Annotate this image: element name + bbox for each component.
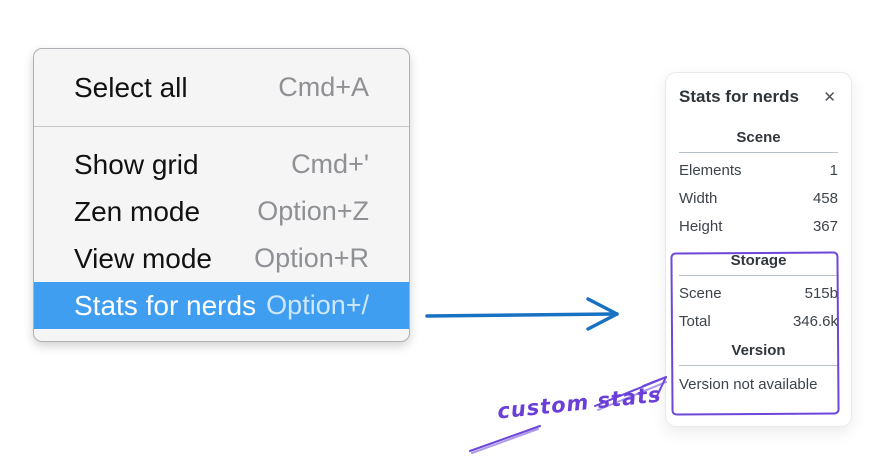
stat-value: 346.6k	[792, 313, 838, 330]
stat-value: 367	[812, 218, 838, 235]
stat-label: Total	[679, 313, 711, 330]
stat-row-scene-storage: Scene 515b	[679, 284, 838, 304]
menu-item-shortcut: Cmd+'	[291, 149, 369, 179]
menu-item-label: Stats for nerds	[74, 289, 257, 321]
stat-value: 1	[829, 162, 838, 179]
stat-value: 458	[812, 190, 838, 207]
stat-row-height: Height 367	[679, 217, 838, 237]
stats-panel-title: Stats for nerds	[679, 87, 799, 106]
stats-panel: Stats for nerds ✕ Scene Elements 1 Width…	[665, 72, 852, 427]
menu-item-zen-mode[interactable]: Zen mode Option+Z	[34, 188, 409, 235]
menu-group-bottom: Show grid Cmd+' Zen mode Option+Z View m…	[34, 127, 409, 341]
stat-row-elements: Elements 1	[679, 161, 838, 181]
divider	[679, 365, 838, 366]
section-title-version: Version	[731, 342, 786, 359]
context-menu: Select all Cmd+A Show grid Cmd+' Zen mod…	[33, 48, 410, 342]
section-title-scene: Scene	[736, 129, 781, 146]
stat-label: Scene	[679, 285, 722, 302]
menu-item-label: Zen mode	[74, 195, 201, 227]
menu-item-shortcut: Option+/	[266, 290, 369, 320]
menu-item-label: Show grid	[74, 148, 199, 180]
stat-row-total-storage: Total 346.6k	[679, 312, 838, 332]
menu-item-show-grid[interactable]: Show grid Cmd+'	[34, 141, 409, 188]
flow-arrow	[425, 297, 619, 331]
stats-panel-header: Stats for nerds ✕	[679, 87, 838, 107]
menu-item-stats-for-nerds[interactable]: Stats for nerds Option+/	[34, 282, 409, 329]
menu-item-shortcut: Option+R	[254, 243, 369, 273]
stat-value: 515b	[804, 285, 838, 302]
stat-label: Width	[679, 190, 718, 207]
stat-label: Height	[679, 218, 723, 235]
stat-label: Elements	[679, 162, 742, 179]
menu-item-shortcut: Option+Z	[257, 196, 369, 226]
menu-item-select-all[interactable]: Select all Cmd+A	[34, 64, 409, 111]
section-title-storage: Storage	[730, 252, 787, 269]
menu-separator	[34, 126, 409, 127]
stat-row-width: Width 458	[679, 189, 838, 209]
annotation-line	[469, 425, 541, 454]
menu-item-label: Select all	[74, 71, 188, 103]
menu-item-label: View mode	[74, 242, 213, 274]
version-note: Version not available	[679, 376, 818, 393]
menu-item-shortcut: Cmd+A	[278, 72, 369, 102]
divider	[679, 152, 838, 153]
close-icon[interactable]: ✕	[823, 87, 836, 106]
menu-item-view-mode[interactable]: View mode Option+R	[34, 235, 409, 282]
menu-group-top: Select all Cmd+A	[34, 49, 409, 126]
divider	[679, 275, 838, 276]
annotation-label: custom stats	[496, 382, 663, 424]
